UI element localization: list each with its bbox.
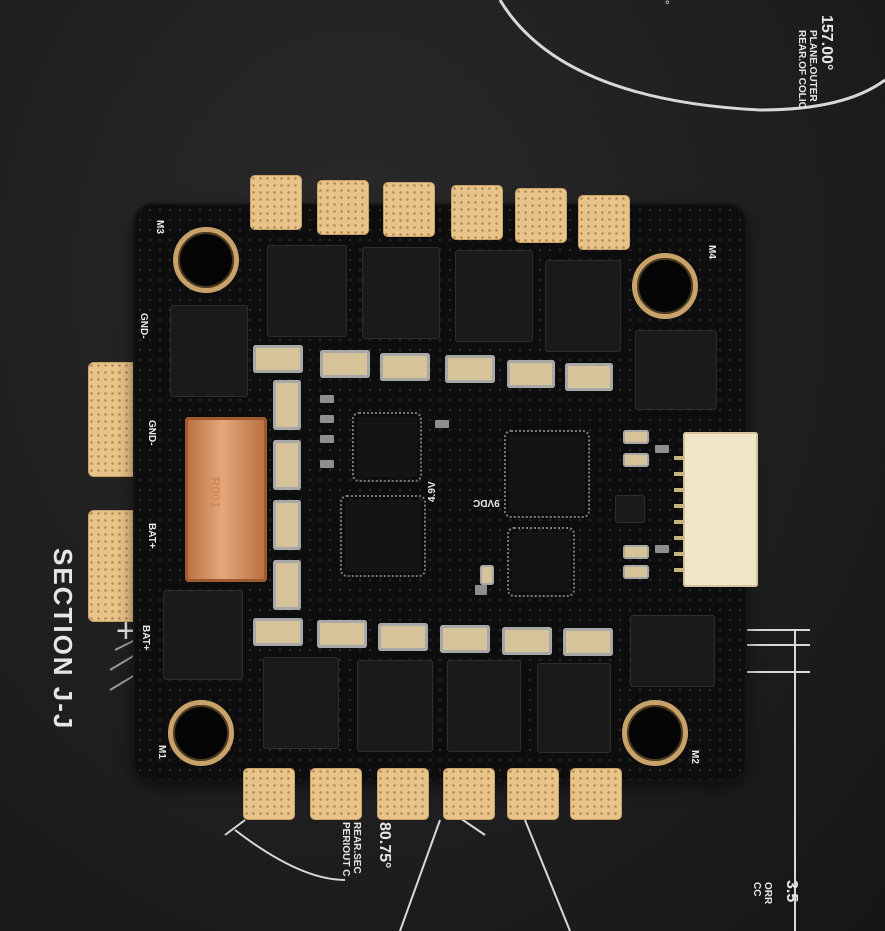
motor-pad bbox=[383, 182, 435, 237]
mounting-hole-m3 bbox=[173, 227, 239, 293]
label-m2: M2 bbox=[689, 750, 700, 764]
mounting-hole-m4 bbox=[632, 253, 698, 319]
motor-pad bbox=[250, 175, 302, 230]
connector-pin bbox=[674, 456, 684, 460]
motor-pad bbox=[310, 768, 362, 820]
mcu-chip bbox=[504, 430, 590, 518]
motor-pad bbox=[243, 768, 295, 820]
mosfet bbox=[447, 660, 521, 752]
motor-pad bbox=[570, 768, 622, 820]
capacitor bbox=[565, 363, 613, 391]
motor-pad bbox=[377, 768, 429, 820]
label-bat-bottom: BAT+ bbox=[140, 625, 151, 651]
capacitor bbox=[623, 545, 649, 559]
mosfet bbox=[267, 245, 347, 337]
motor-pad bbox=[443, 768, 495, 820]
capacitor bbox=[502, 627, 552, 655]
capacitor bbox=[273, 380, 301, 430]
angle-top-sublabel: PLANE.OUTER REAR.OF COLIC bbox=[796, 30, 818, 109]
label-gnd-top: GND- bbox=[138, 313, 149, 339]
mosfet bbox=[163, 590, 243, 680]
capacitor bbox=[273, 560, 301, 610]
mosfet bbox=[635, 330, 717, 410]
capacitor bbox=[440, 625, 490, 653]
smd-component bbox=[320, 460, 334, 468]
connector-pin bbox=[674, 536, 684, 540]
smd-component bbox=[320, 415, 334, 423]
esc-circuit-board: M3 M4 M1 M2 GND- GND- BAT+ BAT+ 4.9V 9VD… bbox=[135, 205, 745, 780]
section-label: SECTION J-J bbox=[48, 548, 78, 731]
smd-component bbox=[435, 420, 449, 428]
smd-component bbox=[475, 585, 487, 595]
motor-pad bbox=[507, 768, 559, 820]
jst-connector bbox=[683, 432, 758, 587]
mounting-hole-m1 bbox=[168, 700, 234, 766]
mounting-hole-m2 bbox=[622, 700, 688, 766]
mosfet bbox=[362, 247, 440, 339]
motor-pad bbox=[451, 185, 503, 240]
connector-pin bbox=[674, 472, 684, 476]
mosfet bbox=[170, 305, 248, 397]
dimension-right-sublabel: ORR CC bbox=[751, 882, 773, 905]
label-9vdc: 9VDC bbox=[473, 497, 500, 508]
ic-chip bbox=[507, 527, 575, 597]
label-m3: M3 bbox=[154, 220, 165, 234]
ic-chip bbox=[352, 412, 422, 482]
label-m1: M1 bbox=[156, 745, 167, 759]
connector-pin bbox=[674, 552, 684, 556]
dimension-right-label: 3.5 bbox=[783, 880, 800, 903]
label-bat-top: BAT+ bbox=[146, 523, 157, 549]
capacitor bbox=[253, 618, 303, 646]
label-gnd-bottom: GND- bbox=[146, 420, 157, 446]
angle-bottom-sublabel: REAR.SEC PERIOUT C bbox=[340, 822, 362, 877]
capacitor bbox=[380, 353, 430, 381]
capacitor bbox=[273, 440, 301, 490]
smd-component bbox=[655, 445, 669, 453]
label-4v9: 4.9V bbox=[427, 481, 438, 502]
connector-pin bbox=[674, 488, 684, 492]
capacitor bbox=[273, 500, 301, 550]
capacitor bbox=[253, 345, 303, 373]
motor-pad bbox=[578, 195, 630, 250]
mosfet bbox=[537, 663, 611, 753]
ic-chip bbox=[340, 495, 426, 577]
capacitor bbox=[378, 623, 428, 651]
capacitor bbox=[563, 628, 613, 656]
angle-top-label: 157.00° bbox=[818, 15, 835, 71]
mosfet bbox=[455, 250, 533, 342]
capacitor bbox=[320, 350, 370, 378]
capacitor bbox=[623, 430, 649, 444]
shunt-label: R001 bbox=[208, 477, 223, 509]
small-transistor bbox=[615, 495, 645, 523]
capacitor bbox=[623, 453, 649, 467]
mat-top-text: ° bbox=[658, 0, 670, 5]
connector-pin bbox=[674, 504, 684, 508]
label-m4: M4 bbox=[706, 245, 717, 259]
capacitor bbox=[480, 565, 494, 585]
motor-pad bbox=[317, 180, 369, 235]
capacitor bbox=[445, 355, 495, 383]
mosfet bbox=[545, 260, 621, 352]
connector-pin bbox=[674, 568, 684, 572]
capacitor bbox=[623, 565, 649, 579]
smd-component bbox=[320, 435, 334, 443]
smd-component bbox=[320, 395, 334, 403]
capacitor bbox=[317, 620, 367, 648]
current-shunt-resistor: R001 bbox=[185, 417, 267, 582]
angle-bottom-label: 80.75° bbox=[376, 822, 393, 869]
plus-marking: + bbox=[116, 612, 136, 650]
mosfet bbox=[263, 657, 339, 749]
capacitor bbox=[507, 360, 555, 388]
mosfet bbox=[357, 660, 433, 752]
connector-pin bbox=[674, 520, 684, 524]
motor-pad bbox=[515, 188, 567, 243]
smd-component bbox=[655, 545, 669, 553]
mosfet bbox=[630, 615, 715, 687]
